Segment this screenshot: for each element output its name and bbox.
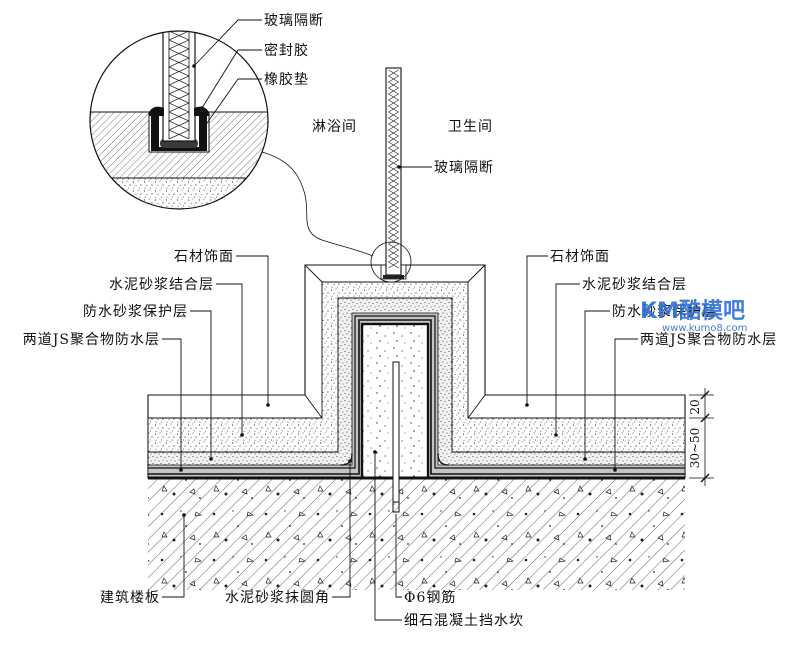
right-stone-label: 石材饰面	[550, 249, 610, 265]
slab-leader-dot	[182, 513, 186, 517]
dimension-tick-top	[700, 390, 710, 400]
left-stone-leader	[236, 255, 269, 405]
room-bathroom-label: 卫生间	[448, 119, 493, 135]
left-waterproof-dot	[179, 468, 183, 472]
left-stone-dot	[266, 403, 270, 407]
left-bonding-leader	[216, 283, 243, 435]
right-waterproof-dot	[613, 468, 617, 472]
left-stone-label: 石材饰面	[174, 249, 234, 265]
glass-leader-dot	[397, 165, 401, 169]
stone-mitre-bottom-left	[304, 394, 323, 419]
right-labels: 石材饰面 水泥砂浆结合层 防水砂浆保护层 两道JS聚合物防水层	[525, 249, 777, 472]
detail-sealant-left	[149, 106, 164, 116]
stone-mitre-bottom-right	[467, 394, 486, 419]
dimension-chain: 20 30~50	[688, 388, 714, 486]
left-labels: 石材饰面 水泥砂浆结合层 防水砂浆保护层 两道JS聚合物防水层	[23, 249, 270, 472]
glass-pattern-b	[387, 69, 400, 269]
left-waterproof-leader	[162, 338, 182, 470]
detail-sealant-leader	[201, 49, 262, 109]
right-bonding-label: 水泥砂浆结合层	[582, 277, 687, 293]
detail-gasket-left	[151, 115, 159, 150]
detail-gasket-bottom	[151, 147, 207, 151]
detail-reference-circle	[370, 241, 412, 283]
detail-glass-pattern-a	[168, 31, 190, 140]
detail-mortar	[90, 178, 268, 209]
js-waterproof-coat-2	[148, 319, 685, 475]
curb-label: 细石混凝土挡水坎	[404, 613, 524, 629]
detail-gasket-label: 橡胶垫	[264, 71, 309, 88]
detail-glass-label: 玻璃隔断	[264, 12, 324, 29]
curb-leader	[374, 452, 402, 621]
left-waterproof-label: 两道JS聚合物防水层	[23, 332, 160, 348]
detail-gasket-right	[199, 115, 207, 150]
right-protection-label: 防水砂浆保护层	[612, 304, 717, 320]
rebar-leader	[395, 514, 402, 598]
right-stone-dot	[525, 403, 529, 407]
dimension-tick-bottom	[700, 473, 710, 483]
right-bonding-leader	[555, 283, 580, 435]
detail-sealant-label: 密封胶	[264, 42, 309, 59]
detail-glass-pattern-b	[168, 31, 190, 140]
fillet-leader	[332, 461, 351, 598]
left-protection-label: 防水砂浆保护层	[83, 304, 188, 320]
building-slab-aggregate	[148, 478, 685, 590]
right-protection-leader	[584, 310, 610, 459]
detail-gasket-leader	[204, 78, 262, 127]
bottom-labels: 建筑楼板 水泥砂浆抹圆角 Φ6钢筋 细石混凝土挡水坎	[100, 450, 524, 629]
rebar-end	[392, 501, 400, 513]
detail-gasket-leader-dot	[203, 124, 207, 128]
stone-mitre-top-right	[467, 264, 486, 283]
fillet-leader-dot	[348, 459, 352, 463]
slab-label: 建筑楼板	[100, 590, 160, 606]
mortar-fillet-right	[437, 453, 450, 466]
left-protection-dot	[209, 457, 213, 461]
watermark-url: www.kumo8.com	[662, 323, 747, 334]
detail-sealant-leader-dot	[200, 106, 204, 110]
dimension-tick-mid	[700, 413, 710, 423]
floor-section	[147, 67, 686, 590]
right-waterproof-label: 两道JS聚合物防水层	[640, 332, 777, 348]
detail-glass-leader-dot	[192, 64, 196, 68]
rebar-label: Φ6钢筋	[404, 589, 456, 606]
detail-connector	[261, 151, 374, 257]
slab-leader	[162, 515, 185, 598]
right-waterproof-leader	[614, 338, 638, 470]
left-bonding-label: 水泥砂浆结合层	[109, 277, 214, 293]
left-bonding-dot	[240, 433, 244, 437]
room-shower-label: 淋浴间	[312, 119, 357, 135]
stone-mitre-top-left	[304, 264, 323, 283]
js-waterproof-coat-1	[148, 315, 685, 469]
dimension-layers-value: 30~50	[688, 428, 702, 469]
rebar	[392, 361, 400, 513]
curb-leader-dot	[373, 450, 377, 454]
detail-circle-outline	[89, 30, 269, 210]
detail-glass	[162, 31, 196, 142]
fillet-label: 水泥砂浆抹圆角	[225, 590, 330, 606]
glass-label: 玻璃隔断	[434, 159, 494, 176]
right-bonding-dot	[554, 433, 558, 437]
detail-glass-leader	[193, 19, 262, 67]
dimension-stone-value: 20	[688, 399, 702, 414]
watermark: KM酷模吧 www.kumo8.com	[640, 299, 747, 334]
right-stone-leader	[526, 255, 548, 405]
watermark-logo: KM酷模吧	[640, 299, 745, 324]
right-protection-dot	[583, 457, 587, 461]
detail-sealant-right	[194, 106, 209, 116]
glass-rubber-base	[383, 275, 404, 279]
left-protection-leader	[190, 310, 212, 459]
